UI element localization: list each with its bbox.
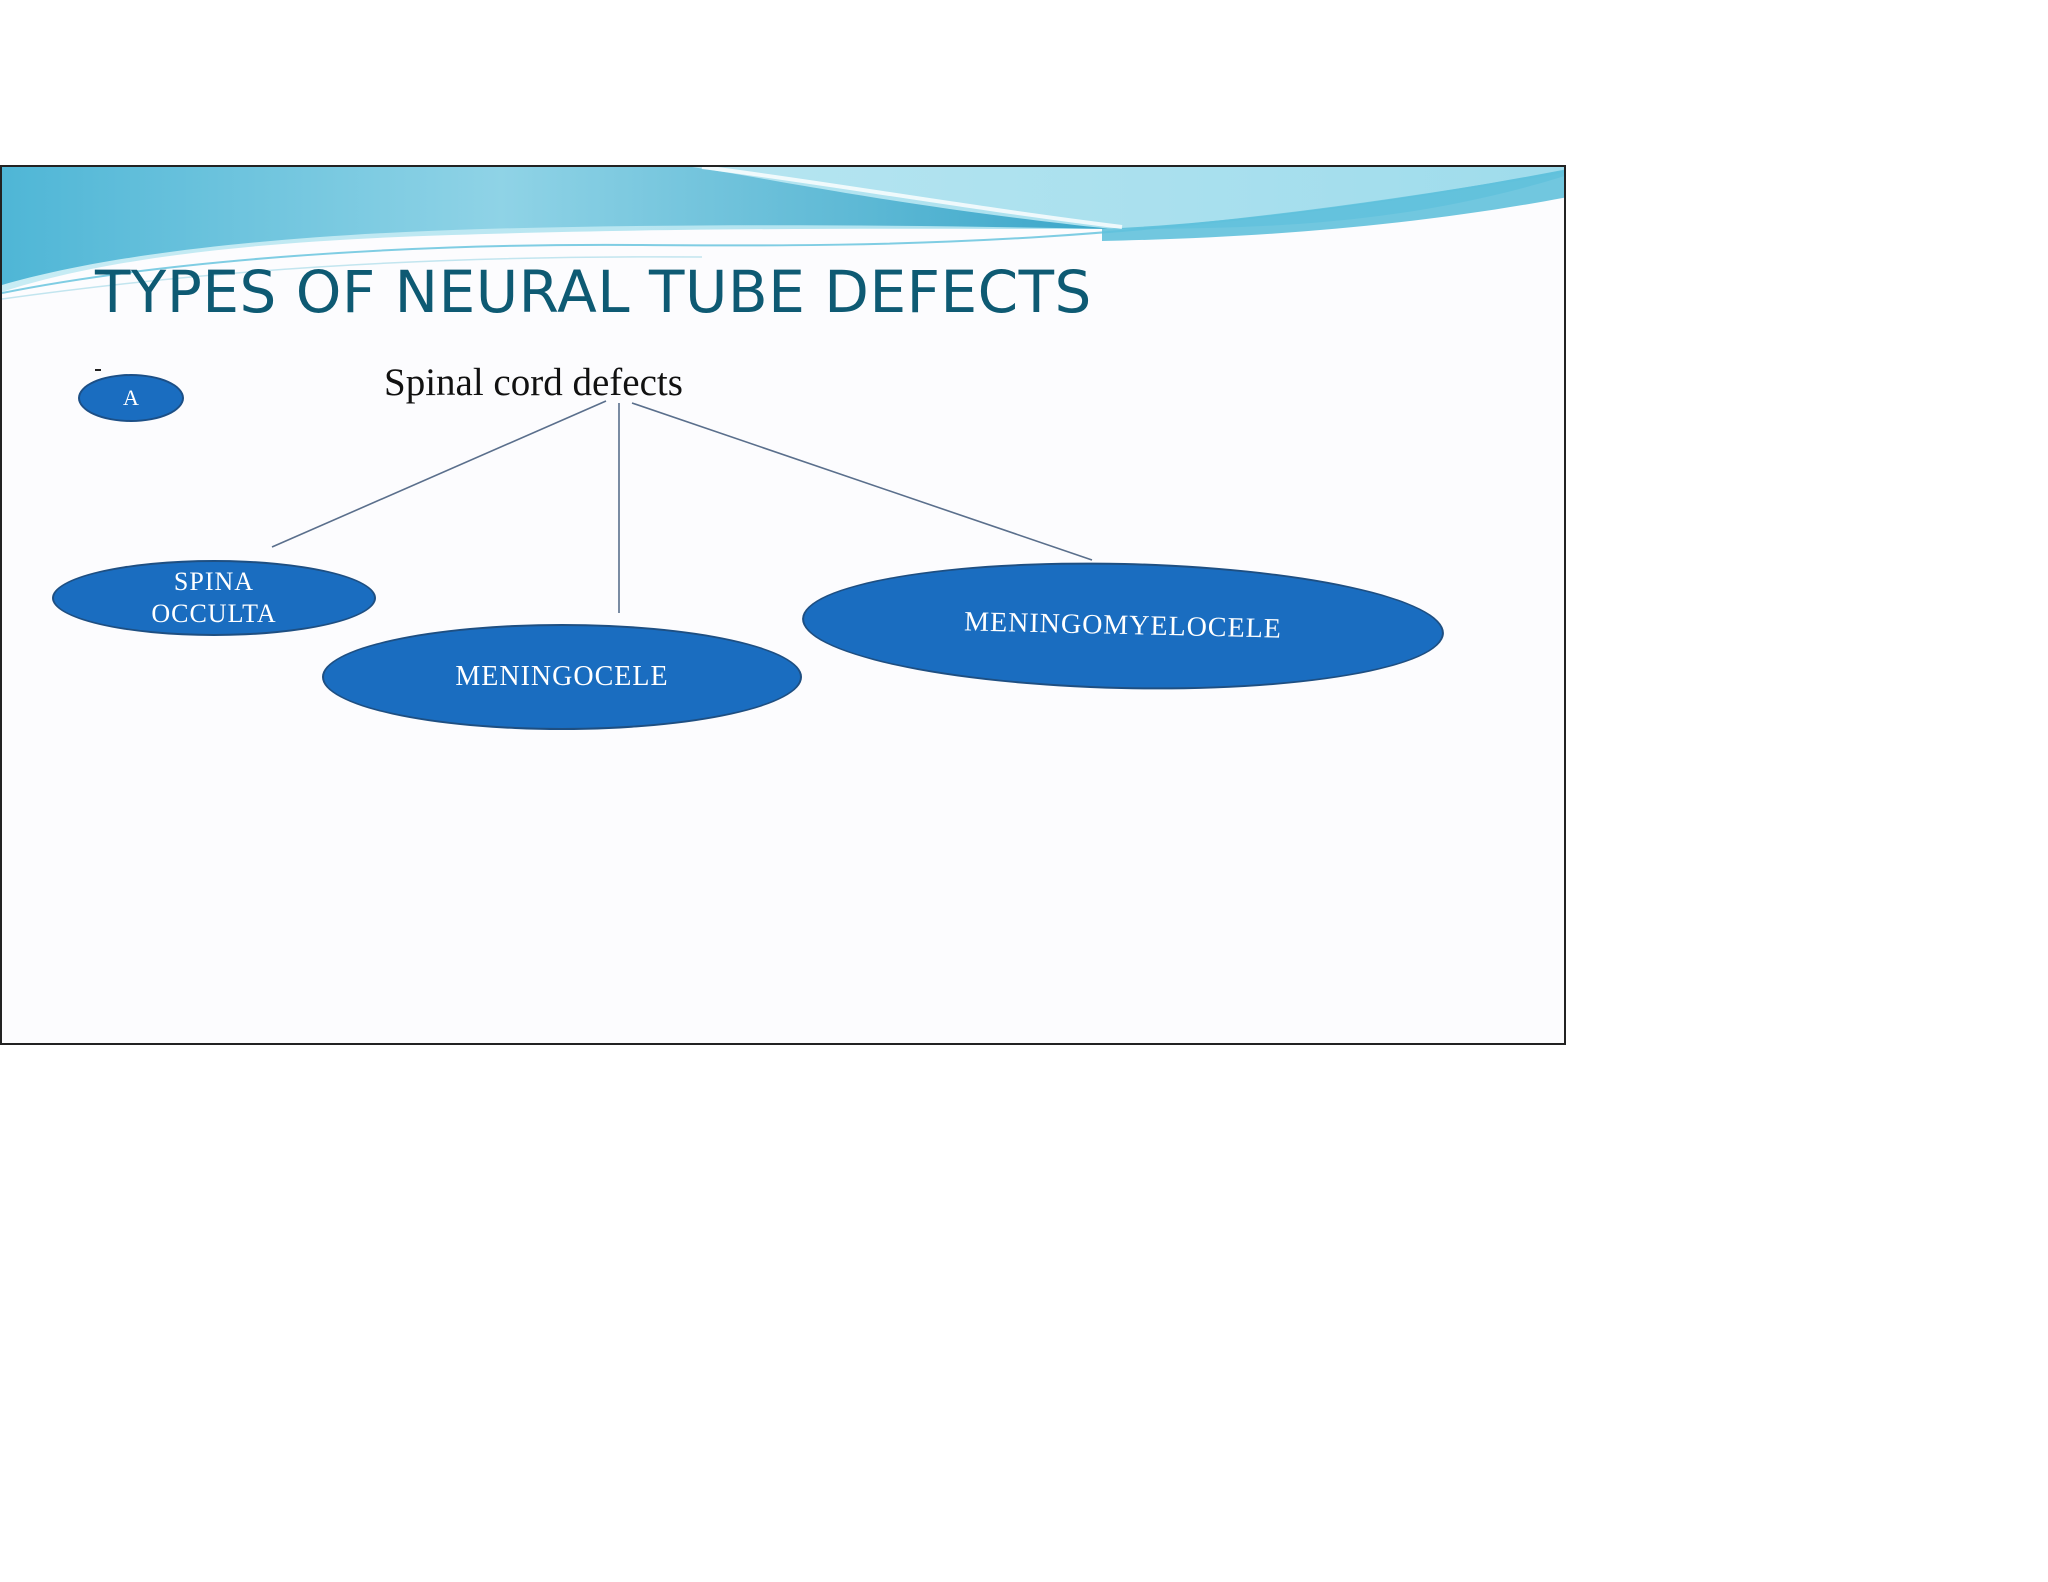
slide-title: TYPES OF NEURAL TUBE DEFECTS	[95, 258, 1092, 326]
node-spina-occulta-label: SPINA OCCULTA	[151, 566, 277, 629]
connector-meningomyelocele	[631, 402, 1093, 561]
connector-lines	[271, 400, 1093, 613]
node-meningocele: MENINGOCELE	[322, 624, 802, 730]
badge-tick-mark	[95, 369, 101, 377]
section-badge: A	[78, 374, 184, 422]
header-wave-decoration	[2, 167, 1564, 300]
node-meningomyelocele-label: MENINGOMYELOCELE	[963, 606, 1283, 645]
node-spina-occulta: SPINA OCCULTA	[52, 560, 376, 636]
slide: TYPES OF NEURAL TUBE DEFECTS A Spinal co…	[0, 165, 1566, 1045]
root-node-label: Spinal cord defects	[384, 361, 683, 404]
connector-spina-occulta	[271, 400, 607, 548]
node-meningocele-label: MENINGOCELE	[455, 661, 669, 692]
